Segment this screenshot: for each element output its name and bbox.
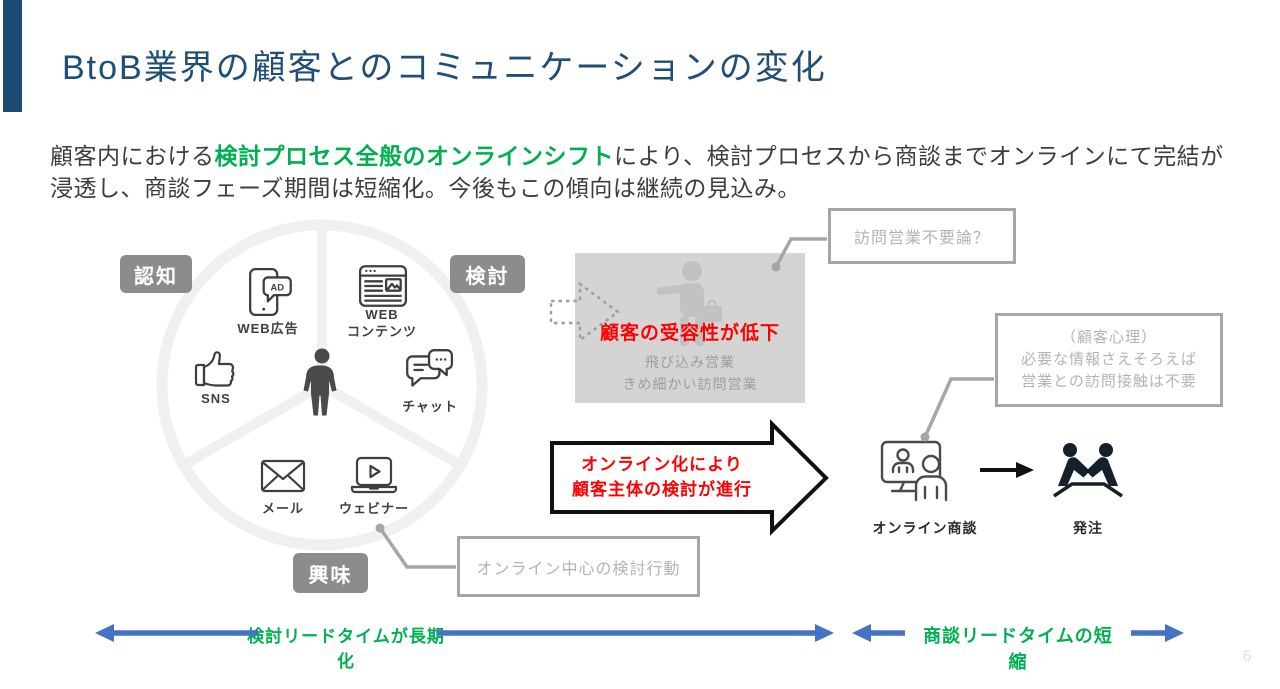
timeline-negotiation-label: 商談リードタイムの短縮	[923, 626, 1113, 672]
callout-no-visit-label: 訪問営業不要論？	[853, 230, 990, 247]
sns-label: SNS	[201, 391, 231, 406]
callout-online-behavior-box: オンライン中心の検討行動	[457, 536, 700, 597]
lead-text-post: により、検討プロセスから商談までオンラインにて完結が浸透し、商談フェーズ期間は短…	[50, 143, 1224, 201]
chat-label: チャット	[402, 399, 458, 414]
big-arrow-label-line1: オンライン化により	[581, 455, 743, 474]
lead-text-pre: 顧客内における	[50, 143, 215, 169]
online-meeting-label: オンライン商談	[872, 520, 978, 536]
callout-psych-line2: 必要な情報さえそろえば	[1020, 351, 1197, 368]
badge-interest: 興味	[293, 553, 368, 593]
big-arrow-label-line2: 顧客主体の検討が進行	[572, 480, 752, 499]
big-arrow-label: オンライン化により 顧客主体の検討が進行	[556, 452, 768, 502]
webinar-icon	[350, 456, 398, 494]
mail-label: メール	[261, 501, 304, 516]
declining-item-2: きめ細かい訪問営業	[622, 376, 758, 392]
customer-person-icon	[303, 348, 337, 416]
order-label: 発注	[1073, 520, 1103, 536]
ad-bubble-text: AD	[270, 282, 284, 292]
salesman-icon	[656, 261, 722, 346]
declining-headline: 顧客の受容性が低下	[599, 323, 780, 344]
badge-awareness: 認知	[120, 255, 192, 293]
mail-icon	[260, 459, 306, 493]
timeline-consideration-label: 検討リードタイムが長期化	[247, 627, 445, 671]
lead-paragraph: 顧客内における検討プロセス全般のオンラインシフトにより、検討プロセスから商談まで…	[50, 140, 1240, 204]
web-content-label: WEB コンテンツ	[332, 306, 432, 340]
web-content-icon	[358, 265, 408, 307]
lead-text-highlight: 検討プロセス全般のオンラインシフト	[214, 143, 614, 169]
online-meeting-icon	[880, 440, 948, 502]
sns-icon	[194, 351, 235, 387]
web-content-label-line1: WEB	[365, 307, 399, 322]
callout-no-visit-box: 訪問営業不要論？	[828, 208, 1016, 264]
handshake-icon	[1053, 443, 1123, 498]
callout-psych-line1: （顧客心理）	[1060, 329, 1157, 346]
badge-consideration: 検討	[450, 255, 525, 293]
web-ad-label: WEB広告	[237, 321, 299, 336]
callout-psych-box: （顧客心理） 必要な情報さえそろえば 営業との訪問接触は不要	[995, 313, 1223, 407]
declining-item-1: 飛び込み営業	[645, 354, 735, 370]
page-number: 6	[1242, 648, 1252, 665]
title-accent-bar	[3, 0, 22, 112]
chat-icon	[406, 349, 454, 387]
callout-psych-line3: 営業との訪問接触は不要	[1021, 373, 1197, 390]
page-title: BtoB業界の顧客とのコミュニケーションの変化	[62, 49, 827, 87]
webinar-label: ウェビナー	[338, 501, 409, 516]
web-content-label-line2: コンテンツ	[346, 324, 417, 339]
callout-online-behavior-label: オンライン中心の検討行動	[476, 560, 681, 578]
web-ad-icon: AD	[249, 267, 292, 317]
